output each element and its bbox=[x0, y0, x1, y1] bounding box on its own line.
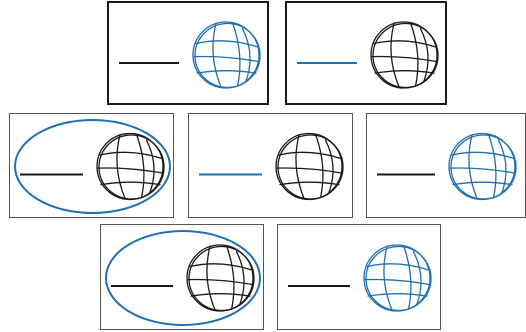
ball-seam bbox=[391, 23, 399, 87]
ball-seam bbox=[137, 135, 144, 198]
ball-seam bbox=[489, 135, 496, 198]
ball-seam bbox=[188, 280, 253, 285]
ball-seam bbox=[375, 71, 434, 73]
enclosing-ellipse bbox=[106, 231, 260, 325]
ball-seam bbox=[453, 182, 512, 184]
ball-seam bbox=[296, 135, 304, 199]
panel-p3 bbox=[9, 113, 174, 218]
panel-figure bbox=[189, 114, 354, 219]
ball-seam bbox=[98, 168, 163, 173]
panel-p1 bbox=[107, 1, 269, 105]
ball-seam bbox=[384, 246, 392, 310]
panel-figure bbox=[367, 114, 526, 219]
ball-seam bbox=[147, 140, 155, 193]
ball-icon bbox=[276, 134, 343, 200]
ball-seam bbox=[277, 168, 342, 173]
ball-seam bbox=[197, 71, 256, 73]
ball-seam bbox=[411, 23, 418, 86]
ball-icon bbox=[193, 22, 260, 88]
ball-seam bbox=[213, 23, 221, 87]
ball-seam bbox=[227, 246, 234, 309]
panel-figure bbox=[10, 114, 175, 219]
ball-seam bbox=[194, 57, 259, 62]
ball-seam bbox=[368, 294, 427, 296]
ball-seam bbox=[316, 135, 323, 198]
ball-seam bbox=[421, 29, 429, 82]
panel-figure bbox=[278, 225, 442, 331]
ball-icon bbox=[364, 245, 431, 311]
ball-icon bbox=[97, 134, 164, 200]
ball-icon bbox=[187, 245, 254, 311]
panel-p5 bbox=[366, 113, 526, 218]
ball-seam bbox=[207, 246, 215, 310]
ball-seam bbox=[414, 252, 422, 305]
panel-p7 bbox=[277, 224, 441, 330]
ball-seam bbox=[469, 135, 477, 199]
ball-seam bbox=[404, 246, 411, 309]
ball-seam bbox=[326, 140, 334, 193]
panel-figure bbox=[287, 3, 449, 107]
ball-seam bbox=[191, 294, 250, 296]
ball-seam bbox=[280, 182, 339, 184]
ball-seam bbox=[233, 23, 240, 86]
ball-seam bbox=[450, 168, 515, 173]
ball-seam bbox=[101, 182, 160, 184]
panel-figure bbox=[109, 3, 271, 107]
ball-seam bbox=[365, 280, 430, 285]
ball-seam bbox=[499, 140, 507, 193]
ball-seam bbox=[372, 57, 437, 62]
enclosing-ellipse bbox=[15, 120, 170, 213]
ball-seam bbox=[243, 29, 251, 82]
panel-figure bbox=[101, 225, 265, 331]
ball-icon bbox=[449, 134, 516, 200]
ball-seam bbox=[237, 252, 245, 305]
panel-p4 bbox=[188, 113, 353, 218]
panel-p2 bbox=[285, 1, 447, 105]
ball-seam bbox=[117, 135, 125, 199]
panel-p6 bbox=[100, 224, 264, 330]
ball-icon bbox=[371, 22, 438, 88]
